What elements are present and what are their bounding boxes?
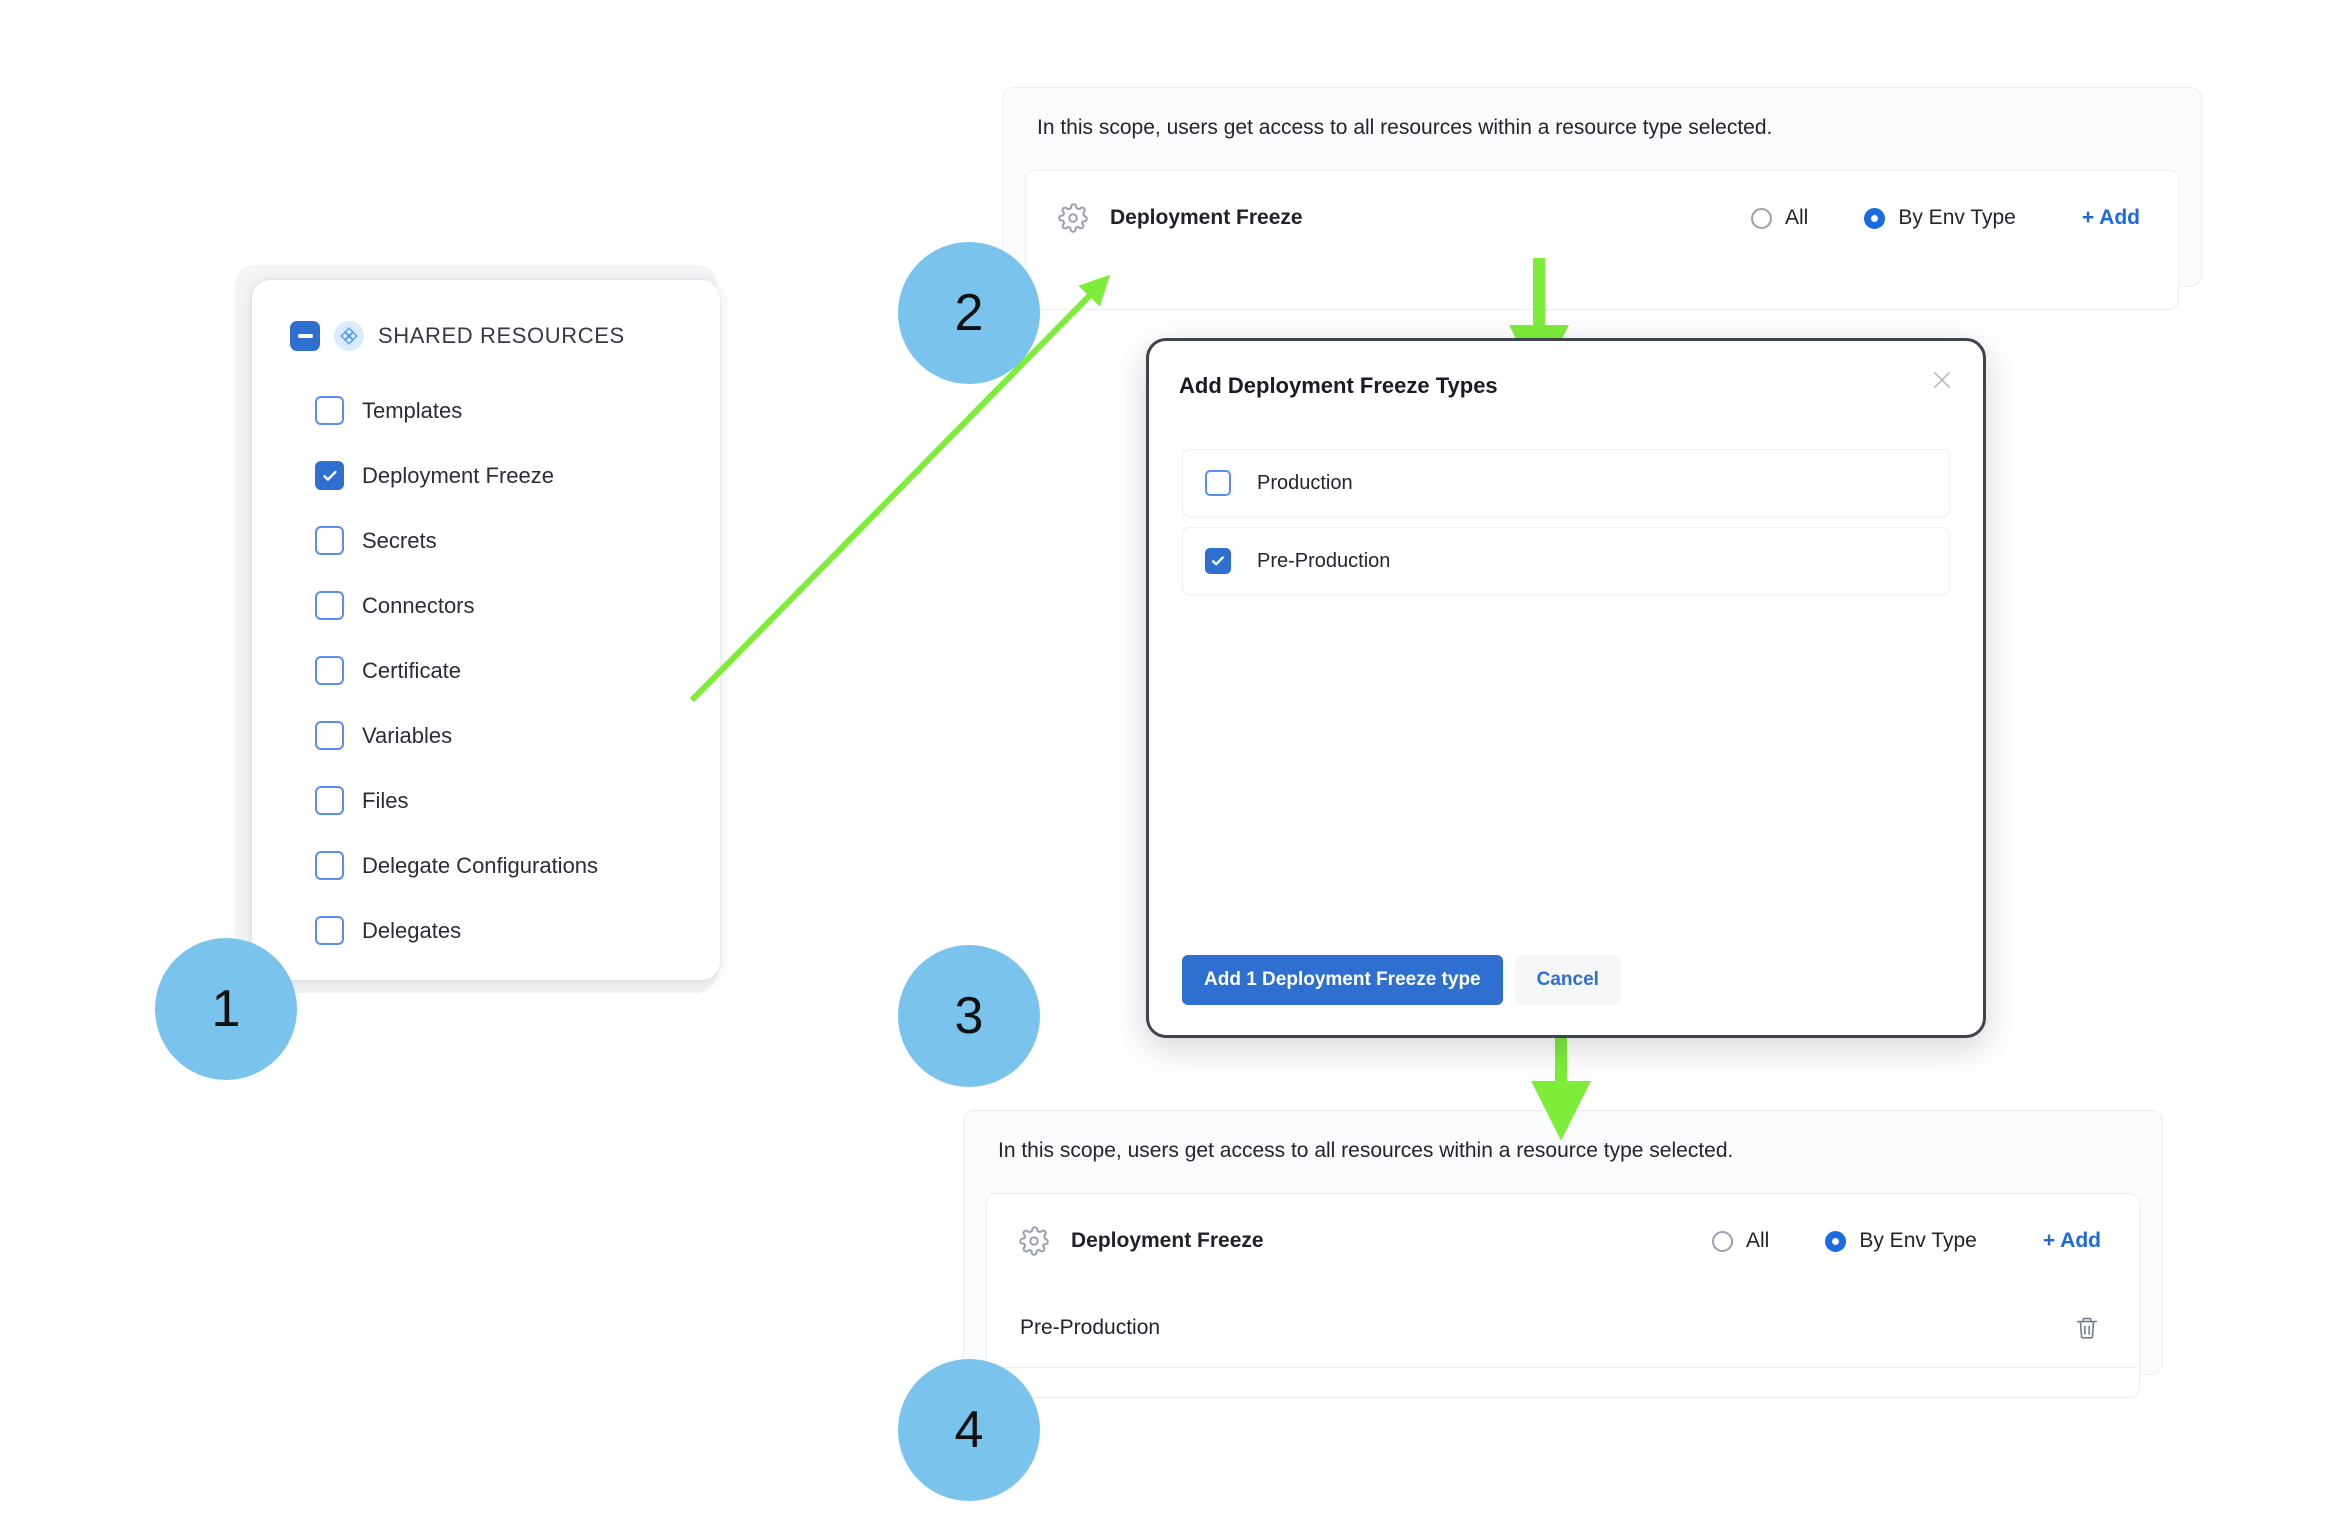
arrow-sidebar-to-panel xyxy=(689,274,1111,703)
checkbox-deployment-freeze[interactable] xyxy=(315,461,344,490)
diamond-grid-icon xyxy=(334,321,364,351)
step-badge-3: 3 xyxy=(898,945,1040,1087)
checkbox-secrets[interactable] xyxy=(315,526,344,555)
list-item[interactable]: Variables xyxy=(0,703,720,768)
list-item-label: Certificate xyxy=(362,657,462,683)
list-item[interactable]: Pre-Production xyxy=(1182,527,1950,595)
scope-note: In this scope, users get access to all r… xyxy=(1037,116,1773,139)
resource-type-container: Deployment Freeze All By Env Type + Add … xyxy=(986,1193,2140,1398)
trash-icon[interactable] xyxy=(2074,1315,2100,1341)
list-item-label: Delegates xyxy=(362,917,462,943)
list-item-label: Connectors xyxy=(362,592,475,618)
cancel-button[interactable]: Cancel xyxy=(1514,955,1621,1005)
list-item[interactable]: Secrets xyxy=(0,508,720,573)
list-item[interactable]: Certificate xyxy=(0,638,720,703)
shared-resources-list: Templates Deployment Freeze Secrets Conn… xyxy=(252,378,720,963)
checkbox-delegates[interactable] xyxy=(315,916,344,945)
step-badge-number: 2 xyxy=(954,284,984,342)
list-item[interactable]: Production xyxy=(1182,449,1950,517)
resource-type-name: Deployment Freeze xyxy=(1110,206,1303,229)
step-badge-number: 4 xyxy=(954,1401,984,1459)
resource-type-row: Deployment Freeze All By Env Type + Add xyxy=(987,1194,2139,1288)
list-item[interactable]: Connectors xyxy=(0,573,720,638)
step-badge-number: 1 xyxy=(211,980,241,1038)
list-item-label: Pre-Production xyxy=(1257,549,1391,572)
checkbox-files[interactable] xyxy=(315,786,344,815)
close-icon[interactable] xyxy=(1925,363,1959,397)
radio-all-icon[interactable] xyxy=(1712,1230,1733,1252)
scope-panel-before: In this scope, users get access to all r… xyxy=(1002,87,2202,310)
step-badge-2: 2 xyxy=(898,242,1040,384)
list-item[interactable]: Files xyxy=(0,768,720,833)
list-item[interactable]: Delegates xyxy=(0,898,720,963)
scope-panel-after: In this scope, users get access to all r… xyxy=(963,1110,2163,1398)
add-deployment-freeze-types-modal: Add Deployment Freeze Types Production P… xyxy=(1146,338,1986,1038)
resource-type-name: Deployment Freeze xyxy=(1071,1229,1264,1252)
checkbox-variables[interactable] xyxy=(315,721,344,750)
add-button[interactable]: + Add xyxy=(2081,206,2140,229)
gear-icon xyxy=(1058,203,1088,233)
freeze-type-options-list: Production Pre-Production xyxy=(1182,449,1950,605)
list-item-label: Files xyxy=(362,787,409,813)
list-item-label: Deployment Freeze xyxy=(362,462,554,488)
list-item-label: Variables xyxy=(362,722,453,748)
radio-by-env-type-icon[interactable] xyxy=(1864,207,1886,229)
list-item-label: Delegate Configurations xyxy=(362,852,599,878)
step-badge-number: 3 xyxy=(954,987,984,1045)
shared-resources-card: SHARED RESOURCES Templates Deployment Fr… xyxy=(252,280,720,980)
step-badge-4: 4 xyxy=(898,1359,1040,1501)
gear-icon xyxy=(1019,1226,1049,1256)
radio-option-by-env-type[interactable]: By Env Type xyxy=(1825,1229,1977,1253)
checkbox-production[interactable] xyxy=(1205,470,1231,496)
shared-resources-title: SHARED RESOURCES xyxy=(378,323,625,348)
list-item-label: Templates xyxy=(362,397,463,423)
checkbox-certificate[interactable] xyxy=(315,656,344,685)
radio-option-all[interactable]: All xyxy=(1712,1229,1769,1253)
radio-all-label: All xyxy=(1746,1229,1770,1252)
resource-type-container: Deployment Freeze All By Env Type + Add xyxy=(1025,170,2179,310)
shared-resources-header[interactable]: SHARED RESOURCES xyxy=(252,316,720,356)
scope-note: In this scope, users get access to all r… xyxy=(998,1139,1734,1162)
selected-item-label: Pre-Production xyxy=(1020,1315,1161,1339)
modal-footer: Add 1 Deployment Freeze type Cancel xyxy=(1182,955,1621,1005)
list-item[interactable]: Delegate Configurations xyxy=(0,833,720,898)
collapse-minus-icon[interactable] xyxy=(290,321,320,351)
radio-all-icon[interactable] xyxy=(1751,207,1772,229)
radio-all-label: All xyxy=(1785,206,1809,229)
radio-by-env-type-label: By Env Type xyxy=(1859,1229,1977,1252)
radio-option-by-env-type[interactable]: By Env Type xyxy=(1864,206,2016,230)
step-badge-1: 1 xyxy=(155,938,297,1080)
list-item-label: Production xyxy=(1257,471,1353,494)
selected-item-row: Pre-Production xyxy=(988,1288,2138,1368)
resource-type-row: Deployment Freeze All By Env Type + Add xyxy=(1026,171,2178,265)
list-item[interactable]: Templates xyxy=(0,378,720,443)
add-button[interactable]: + Add xyxy=(2042,1229,2101,1252)
list-item-label: Secrets xyxy=(362,527,437,553)
checkbox-delegate-configurations[interactable] xyxy=(315,851,344,880)
list-item[interactable]: Deployment Freeze xyxy=(0,443,720,508)
radio-by-env-type-icon[interactable] xyxy=(1825,1230,1847,1252)
radio-option-all[interactable]: All xyxy=(1751,206,1808,230)
modal-title: Add Deployment Freeze Types xyxy=(1179,373,1498,398)
checkbox-connectors[interactable] xyxy=(315,591,344,620)
add-freeze-type-button[interactable]: Add 1 Deployment Freeze type xyxy=(1182,955,1503,1005)
radio-by-env-type-label: By Env Type xyxy=(1898,206,2016,229)
checkbox-templates[interactable] xyxy=(315,396,344,425)
checkbox-pre-production[interactable] xyxy=(1205,548,1231,574)
